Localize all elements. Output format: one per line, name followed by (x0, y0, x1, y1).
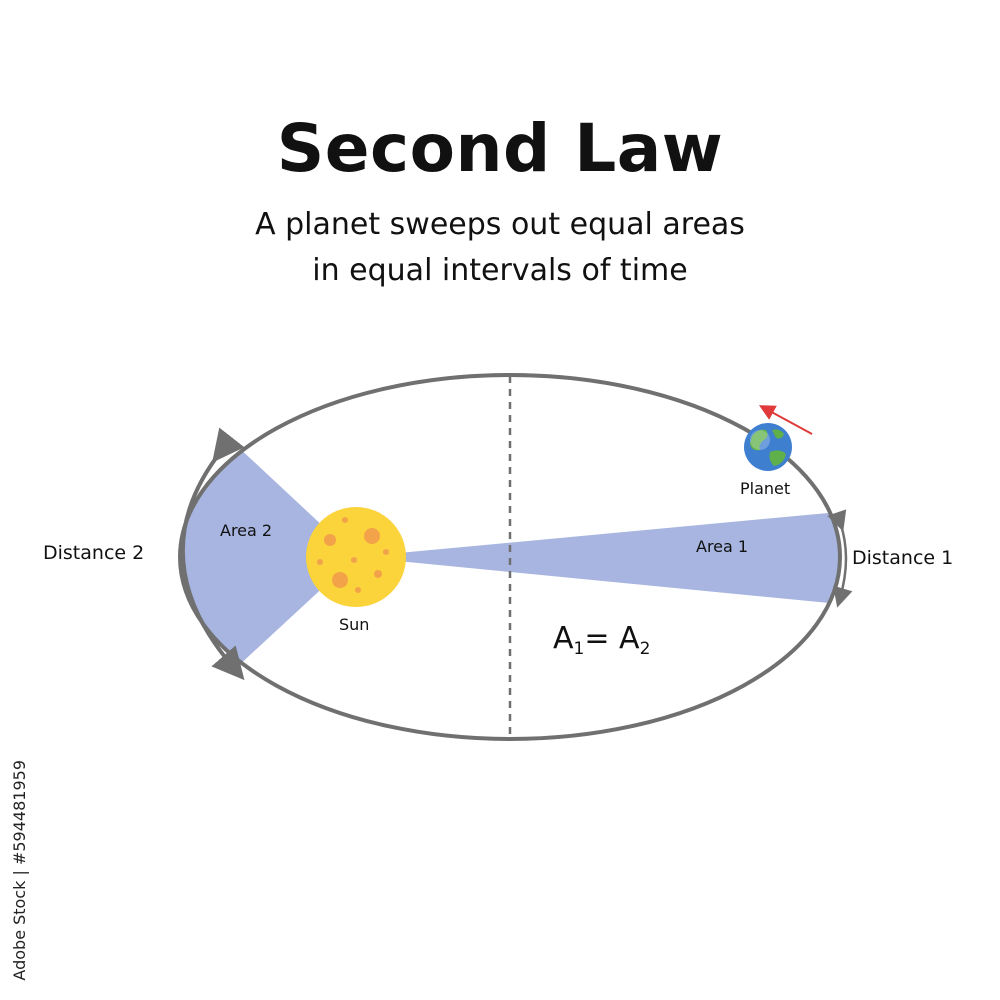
distance-2-label: Distance 2 (43, 542, 144, 564)
subtitle-line-1: A planet sweeps out equal areas (255, 207, 745, 242)
planet-earth-icon (744, 423, 792, 471)
area-2-label: Area 2 (220, 521, 272, 540)
area-1-label: Area 1 (696, 537, 748, 556)
area-equation: A1= A2 (553, 621, 650, 659)
distance-1-arrow (827, 509, 853, 608)
planet-direction-arrow (758, 405, 813, 435)
equation-sub-1: 1 (574, 639, 585, 659)
sun-icon (306, 507, 406, 607)
page-title: Second Law (276, 110, 724, 187)
equation-equals-a2: = A (584, 621, 640, 656)
planet-label: Planet (740, 479, 790, 498)
equation-sub-2: 2 (640, 639, 651, 659)
distance-1-label: Distance 1 (852, 547, 953, 569)
equation-a1: A (553, 621, 574, 656)
distance-2-arrow (180, 427, 245, 681)
sun-label: Sun (339, 615, 369, 634)
subtitle-line-2: in equal intervals of time (312, 253, 688, 288)
page-subtitle: A planet sweeps out equal areas in equal… (150, 202, 850, 294)
stock-watermark: Adobe Stock | #594481959 (10, 760, 29, 981)
